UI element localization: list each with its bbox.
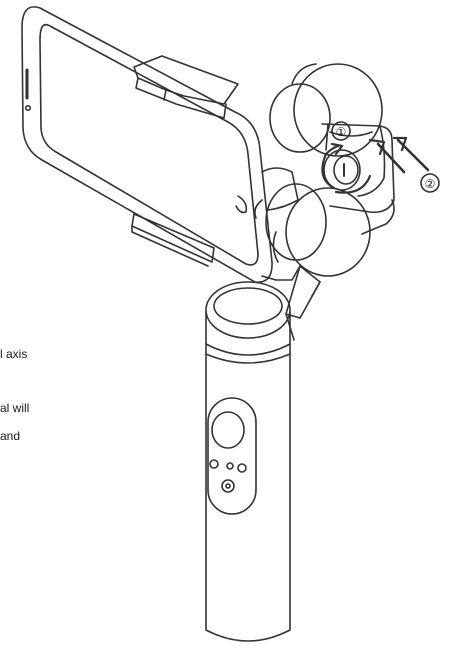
button-left: [209, 459, 219, 469]
roll-arm: [321, 123, 395, 235]
holder-bracket: [261, 167, 299, 211]
rotation-arrow: [321, 142, 372, 194]
step-2-badge: [420, 173, 440, 193]
roll-motor: [254, 183, 371, 277]
yaw-arm: [261, 265, 321, 341]
step-2-label: ②: [425, 177, 436, 191]
button-right: [237, 463, 247, 473]
smartphone: [21, 6, 273, 283]
phone-sensor: [24, 105, 31, 112]
control-panel: [207, 397, 257, 515]
shutter-button: [221, 479, 235, 493]
button-center: [226, 462, 234, 470]
step-1-badge: [331, 121, 351, 141]
step-1-label: ①: [336, 125, 347, 139]
phone-clamp-top: [133, 55, 239, 119]
handle: [205, 281, 291, 642]
side-text-line-1: l axis: [0, 347, 27, 361]
phone-clamp-bottom: [131, 213, 215, 267]
side-text-line-3: and: [0, 429, 20, 443]
side-text-line-2: al will: [0, 401, 29, 415]
push-arrows: [368, 136, 430, 174]
phone-side-button: [235, 195, 248, 214]
pitch-motor: [269, 63, 383, 157]
joystick: [211, 411, 245, 449]
